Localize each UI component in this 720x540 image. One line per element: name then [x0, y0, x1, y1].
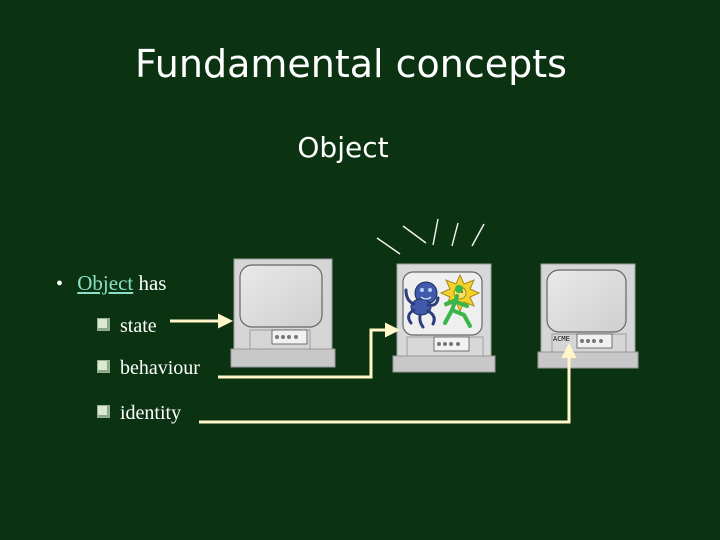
- monitor-icon: ACME: [537, 263, 639, 369]
- page-subtitle: Object: [297, 131, 389, 164]
- checkbox-bullet-icon: [97, 405, 110, 418]
- monitor-icon: [230, 258, 336, 368]
- subitem-state: state: [97, 312, 157, 340]
- object-has-suffix: has: [133, 271, 167, 295]
- monitor-icon: [392, 263, 496, 373]
- checkbox-bullet-icon: [97, 318, 110, 331]
- spider-icon: [404, 281, 440, 329]
- subitem-identity: identity: [97, 399, 181, 427]
- behaviour-arrow: [218, 322, 400, 379]
- page-title: Fundamental concepts: [135, 42, 567, 86]
- subitem-state-label: state: [120, 315, 157, 337]
- object-has-bullet: • Object has: [56, 268, 166, 298]
- dancing-figure-icon: [443, 285, 472, 328]
- checkbox-bullet-icon: [97, 360, 110, 373]
- object-link[interactable]: Object: [77, 271, 134, 295]
- subitem-behaviour: behaviour: [97, 354, 200, 382]
- identity-arrow: [199, 343, 577, 424]
- subitem-behaviour-label: behaviour: [120, 357, 200, 379]
- bullet-dot-icon: •: [56, 273, 64, 295]
- subitem-identity-label: identity: [120, 402, 182, 424]
- attention-rays-icon: [376, 218, 485, 255]
- computer-tag: ACME: [553, 335, 570, 343]
